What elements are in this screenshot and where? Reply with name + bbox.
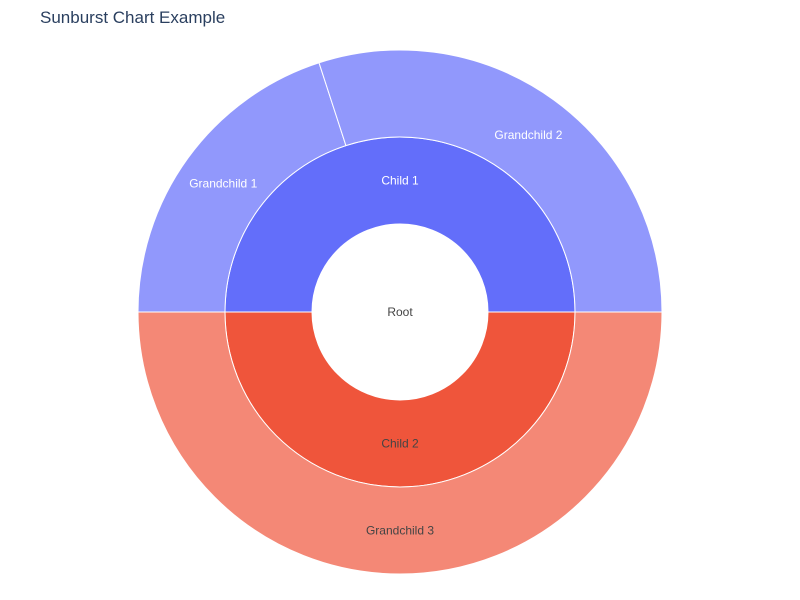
label-grandchild-3: Grandchild 3 xyxy=(366,524,434,538)
label-grandchild-2: Grandchild 2 xyxy=(494,128,562,142)
segment-root[interactable] xyxy=(312,224,488,400)
label-child-1: Child 1 xyxy=(381,174,419,188)
chart-title: Sunburst Chart Example xyxy=(40,8,226,27)
segment-grandchild-2[interactable] xyxy=(318,49,663,313)
segment-grandchild-3[interactable] xyxy=(137,311,663,575)
label-child-2: Child 2 xyxy=(381,437,419,451)
label-root: Root xyxy=(387,305,413,319)
label-grandchild-1: Grandchild 1 xyxy=(189,177,257,191)
segment-grandchild-1[interactable] xyxy=(137,62,347,313)
